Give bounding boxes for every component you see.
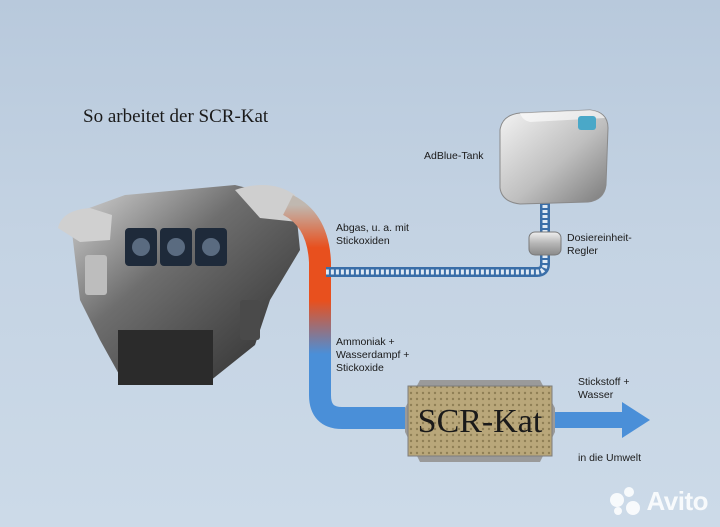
exhaust-pipe — [282, 195, 405, 429]
label-dosing-unit: Dosiereinheit- Regler — [567, 232, 632, 257]
label-environment: in die Umwelt — [578, 452, 642, 464]
scr-kat-label: SCR-Kat — [418, 403, 543, 440]
avito-logo-icon — [610, 486, 641, 517]
avito-watermark: Avito — [610, 486, 708, 517]
avito-text: Avito — [646, 486, 708, 516]
catalyst-icon: SCR-Kat — [405, 380, 555, 462]
label-ammonia: Ammoniak + Wasserdampf + Stickoxide — [336, 336, 410, 374]
label-nitrogen: Stickstoff + Wasser — [578, 376, 630, 401]
engine-illustration — [58, 185, 300, 385]
adblue-tank-icon — [499, 109, 609, 205]
flow-arrow-icon — [555, 402, 650, 438]
label-exhaust: Abgas, u. a. mit Stickoxiden — [336, 222, 409, 247]
adblue-line — [326, 200, 550, 277]
dosing-unit-icon — [528, 231, 562, 256]
page-title: So arbeitet der SCR-Kat — [83, 106, 269, 127]
label-adblue-tank: AdBlue-Tank — [424, 150, 484, 162]
